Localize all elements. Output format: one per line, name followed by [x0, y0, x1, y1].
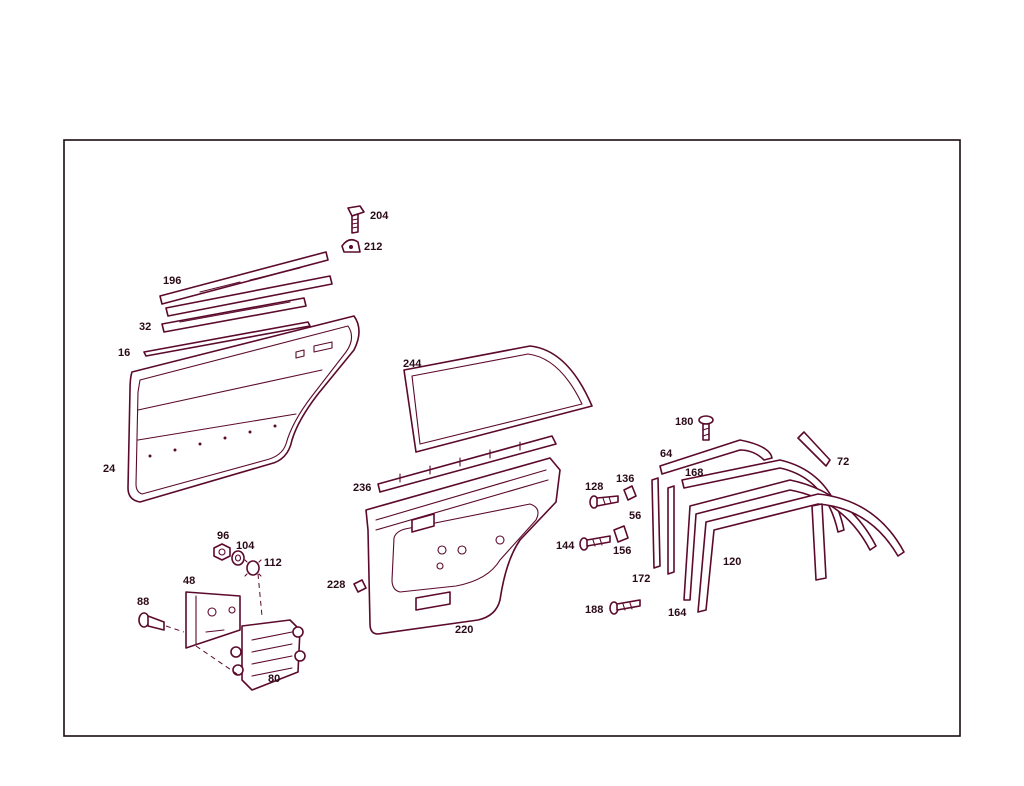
part-128-screw [589, 495, 619, 509]
callout-164: 164 [668, 607, 687, 619]
callout-136: 136 [616, 473, 634, 485]
callout-112: 112 [264, 557, 282, 569]
callout-244: 244 [403, 358, 422, 370]
callout-96: 96 [217, 530, 229, 542]
part-56-cap [613, 525, 629, 543]
part-64-strip [659, 439, 773, 475]
callout-16: 16 [118, 347, 130, 359]
part-228-clip [353, 579, 367, 593]
callout-72: 72 [837, 456, 849, 468]
callout-204: 204 [370, 210, 389, 222]
part-244-window-seal [403, 345, 593, 453]
callout-64: 64 [660, 448, 673, 460]
callout-236: 236 [353, 482, 371, 494]
part-72-trim [797, 431, 831, 467]
part-144-screw [579, 535, 611, 551]
part-204-bolt [347, 205, 365, 234]
callout-56: 56 [629, 510, 641, 522]
callout-128: 128 [585, 481, 603, 493]
part-188-screw [609, 599, 641, 615]
callout-144: 144 [556, 540, 575, 552]
callout-48: 48 [183, 575, 195, 587]
callout-120: 120 [723, 556, 741, 568]
diagram-frame [63, 139, 961, 737]
part-164-frame [683, 479, 877, 601]
part-136-cap [623, 485, 637, 501]
part-180-screw [698, 415, 714, 441]
part-16-strip [143, 321, 311, 357]
callout-212: 212 [364, 241, 382, 253]
part-88-bolt [138, 612, 185, 633]
part-32-strip [161, 297, 307, 333]
part-236-strip [377, 435, 557, 493]
part-168-frame [681, 459, 845, 533]
callout-172: 172 [632, 573, 650, 585]
callout-220: 220 [455, 624, 473, 636]
callout-196: 196 [163, 275, 181, 287]
callout-168: 168 [685, 467, 703, 479]
callout-24: 24 [103, 463, 116, 475]
part-48-bracket [185, 591, 241, 649]
part-24-door-seal [127, 315, 360, 503]
callout-180: 180 [675, 416, 693, 428]
callout-32: 32 [139, 321, 151, 333]
part-80-hinge [195, 573, 306, 691]
callout-88: 88 [137, 596, 149, 608]
part-120-frame [697, 493, 905, 613]
callout-80: 80 [268, 673, 280, 685]
part-212-clip [341, 238, 361, 253]
part-172-strip [651, 477, 675, 575]
callout-156: 156 [613, 545, 631, 557]
part-104-washer [231, 550, 245, 566]
part-112-lock-washer [244, 559, 262, 577]
part-220-door-panel [365, 457, 561, 635]
callout-188: 188 [585, 604, 603, 616]
callout-104: 104 [236, 540, 255, 552]
part-196-strip [159, 251, 333, 317]
callout-228: 228 [327, 579, 345, 591]
part-96-nut [213, 543, 231, 561]
